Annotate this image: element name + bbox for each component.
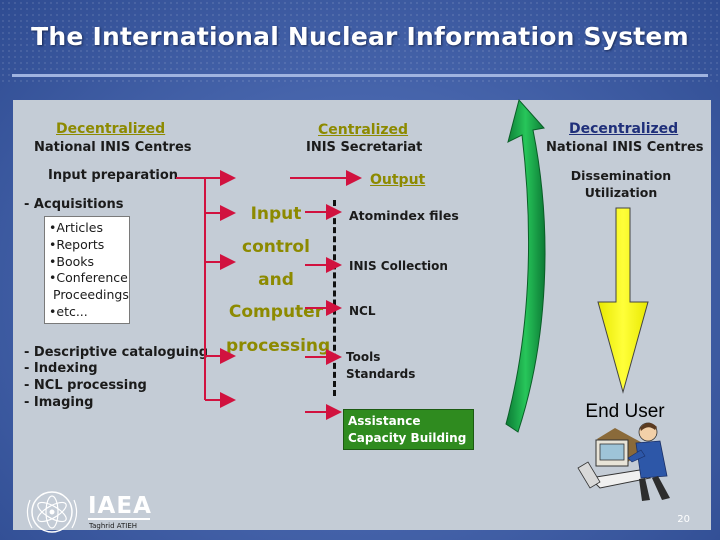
acquisition-item: Proceedings	[53, 287, 129, 303]
title-band-pattern	[0, 0, 720, 82]
author-credit: Taghrid ATIEH	[89, 522, 138, 530]
title-underline	[12, 74, 708, 77]
task-item: - Descriptive cataloguing	[24, 345, 209, 360]
big-green-arrow	[505, 98, 546, 433]
processing-word: Computer	[228, 302, 324, 322]
dissemination-label: Dissemination	[570, 168, 672, 183]
processing-word: processing	[226, 336, 331, 356]
center-column-subheading: INIS Secretariat	[306, 140, 423, 155]
input-preparation-label: Input preparation	[48, 168, 179, 183]
acquisition-item: •Articles	[49, 220, 103, 235]
iaea-logo-emblem	[26, 491, 78, 533]
acquisition-item: •etc...	[49, 303, 88, 319]
end-user-label: End User	[585, 401, 665, 422]
yellow-down-arrow	[597, 207, 649, 394]
assistance-label: Assistance	[348, 414, 421, 428]
task-item: - Indexing	[24, 361, 98, 376]
left-column-heading: Decentralized	[56, 121, 166, 137]
output-item: NCL	[349, 304, 376, 318]
processing-word: and	[258, 270, 294, 290]
tools-label: Tools	[346, 350, 381, 364]
page-number: 20	[677, 514, 690, 525]
center-column-heading: Centralized	[318, 122, 409, 138]
standards-label: Standards	[346, 367, 416, 381]
processing-word: control	[242, 237, 310, 257]
acquisition-item: •Reports	[49, 236, 105, 252]
output-label: Output	[370, 172, 426, 188]
slide-title: The International Nuclear Information Sy…	[31, 22, 689, 51]
dashed-divider	[333, 200, 336, 396]
output-item: INIS Collection	[349, 259, 448, 273]
assistance-box: Assistance Capacity Building	[343, 409, 474, 450]
acquisition-items-box: •Articles •Reports •Books •Conference Pr…	[44, 216, 130, 324]
capacity-building-label: Capacity Building	[348, 431, 467, 445]
right-column-subheading: National INIS Centres	[546, 140, 704, 155]
task-item: - Imaging	[24, 395, 94, 410]
processing-word: Input	[250, 204, 302, 224]
output-item: Atomindex files	[349, 208, 459, 223]
acquisition-item: •Books	[49, 253, 94, 269]
utilization-label: Utilization	[584, 185, 658, 200]
acquisitions-label: - Acquisitions	[24, 197, 124, 212]
computer-user-illustration	[577, 422, 670, 501]
acquisition-item: •Conference	[49, 270, 128, 286]
task-item: - NCL processing	[24, 378, 147, 393]
iaea-logo-text: IAEA	[88, 493, 152, 519]
left-column-subheading: National INIS Centres	[34, 140, 192, 155]
right-column-heading: Decentralized	[569, 121, 679, 137]
